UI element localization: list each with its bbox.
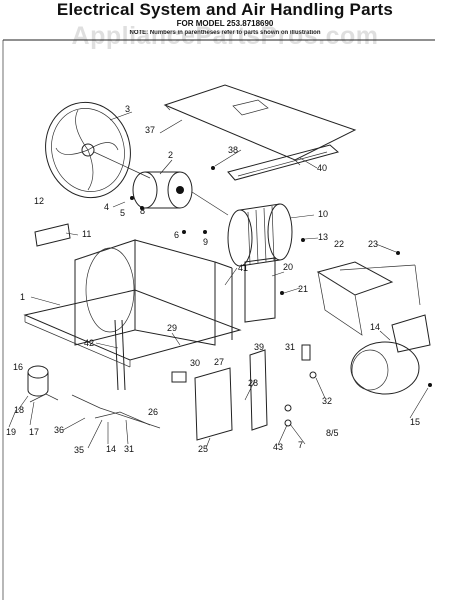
control-plate xyxy=(244,257,276,323)
callout-label: 29 xyxy=(167,323,177,333)
callout-label: 19 xyxy=(6,427,16,437)
fan-blade xyxy=(45,101,131,199)
callout-label: 14 xyxy=(106,444,116,454)
front-rail xyxy=(227,144,340,181)
callout-label: 31 xyxy=(124,444,134,454)
callout-label: 8 xyxy=(140,206,145,216)
chassis-base xyxy=(23,289,242,368)
reference-note: NOTE: Numbers in parentheses refer to pa… xyxy=(129,30,321,36)
callout-label: 18 xyxy=(14,405,24,415)
top-cover-panel xyxy=(163,84,357,161)
side-bracket xyxy=(34,223,71,247)
callout-label: 4 xyxy=(104,202,109,212)
callout-label: 15 xyxy=(410,417,420,427)
callout-label: 30 xyxy=(190,358,200,368)
fan-motor xyxy=(132,171,229,216)
callout-label: 13 xyxy=(318,232,328,242)
capacitor-strap xyxy=(29,393,59,403)
callout-label: 40 xyxy=(317,163,327,173)
callout-label: 9 xyxy=(203,237,208,247)
mounting-plate xyxy=(249,349,268,431)
callout-label: 27 xyxy=(214,357,224,367)
callout-label: 36 xyxy=(54,425,64,435)
switch-block xyxy=(171,371,187,383)
callout-label: 35 xyxy=(74,445,84,455)
watermark: AppliancePartsPros.com xyxy=(71,22,379,50)
callout-label: 37 xyxy=(145,125,155,135)
callout-label: 2 xyxy=(168,150,173,160)
callout-label: 28 xyxy=(248,378,258,388)
leader-lines xyxy=(8,111,429,449)
callout-label: 3 xyxy=(125,104,130,114)
diagram-title: Electrical System and Air Handling Parts xyxy=(56,0,394,19)
callout-label: 21 xyxy=(298,284,308,294)
model-number: FOR MODEL 253.8718690 xyxy=(176,19,274,28)
callout-label: 17 xyxy=(29,427,39,437)
callout-label: 6 xyxy=(174,230,179,240)
callout-label: 25 xyxy=(198,444,208,454)
screws xyxy=(130,166,432,427)
callout-label: 14 xyxy=(370,322,380,332)
callout-label: 23 xyxy=(368,239,378,249)
callout-label: 10 xyxy=(318,209,328,219)
control-box xyxy=(194,367,233,441)
callout-label: 31 xyxy=(285,342,295,352)
wire-harness xyxy=(71,394,161,429)
callout-label: 42 xyxy=(84,338,94,348)
top-cover-opening xyxy=(232,99,269,116)
callout-label: 41 xyxy=(238,263,248,273)
small-bracket xyxy=(301,344,311,361)
fan-shaft xyxy=(93,151,151,179)
callout-label: 20 xyxy=(283,262,293,272)
callout-label: 32 xyxy=(322,396,332,406)
callout-label: 16 xyxy=(13,362,23,372)
callout-label: 5 xyxy=(120,208,125,218)
callout-labels: 1 2 3 4 5 6 7 8 9 10 11 12 13 14 14 15 1… xyxy=(6,104,420,455)
blower-housing xyxy=(350,314,431,395)
callout-label: 1 xyxy=(20,292,25,302)
callout-label: 39 xyxy=(254,342,264,352)
page-code: 8/5 xyxy=(326,428,339,438)
callout-label: 22 xyxy=(334,239,344,249)
callout-label: 38 xyxy=(228,145,238,155)
callout-label: 11 xyxy=(82,229,91,239)
blower-wheel xyxy=(227,203,293,267)
callout-label: 43 xyxy=(273,442,283,452)
chassis-frame xyxy=(74,239,233,391)
capacitor xyxy=(27,365,49,397)
callout-label: 26 xyxy=(148,407,158,417)
callout-label: 7 xyxy=(298,440,303,450)
callout-label: 12 xyxy=(34,196,44,206)
